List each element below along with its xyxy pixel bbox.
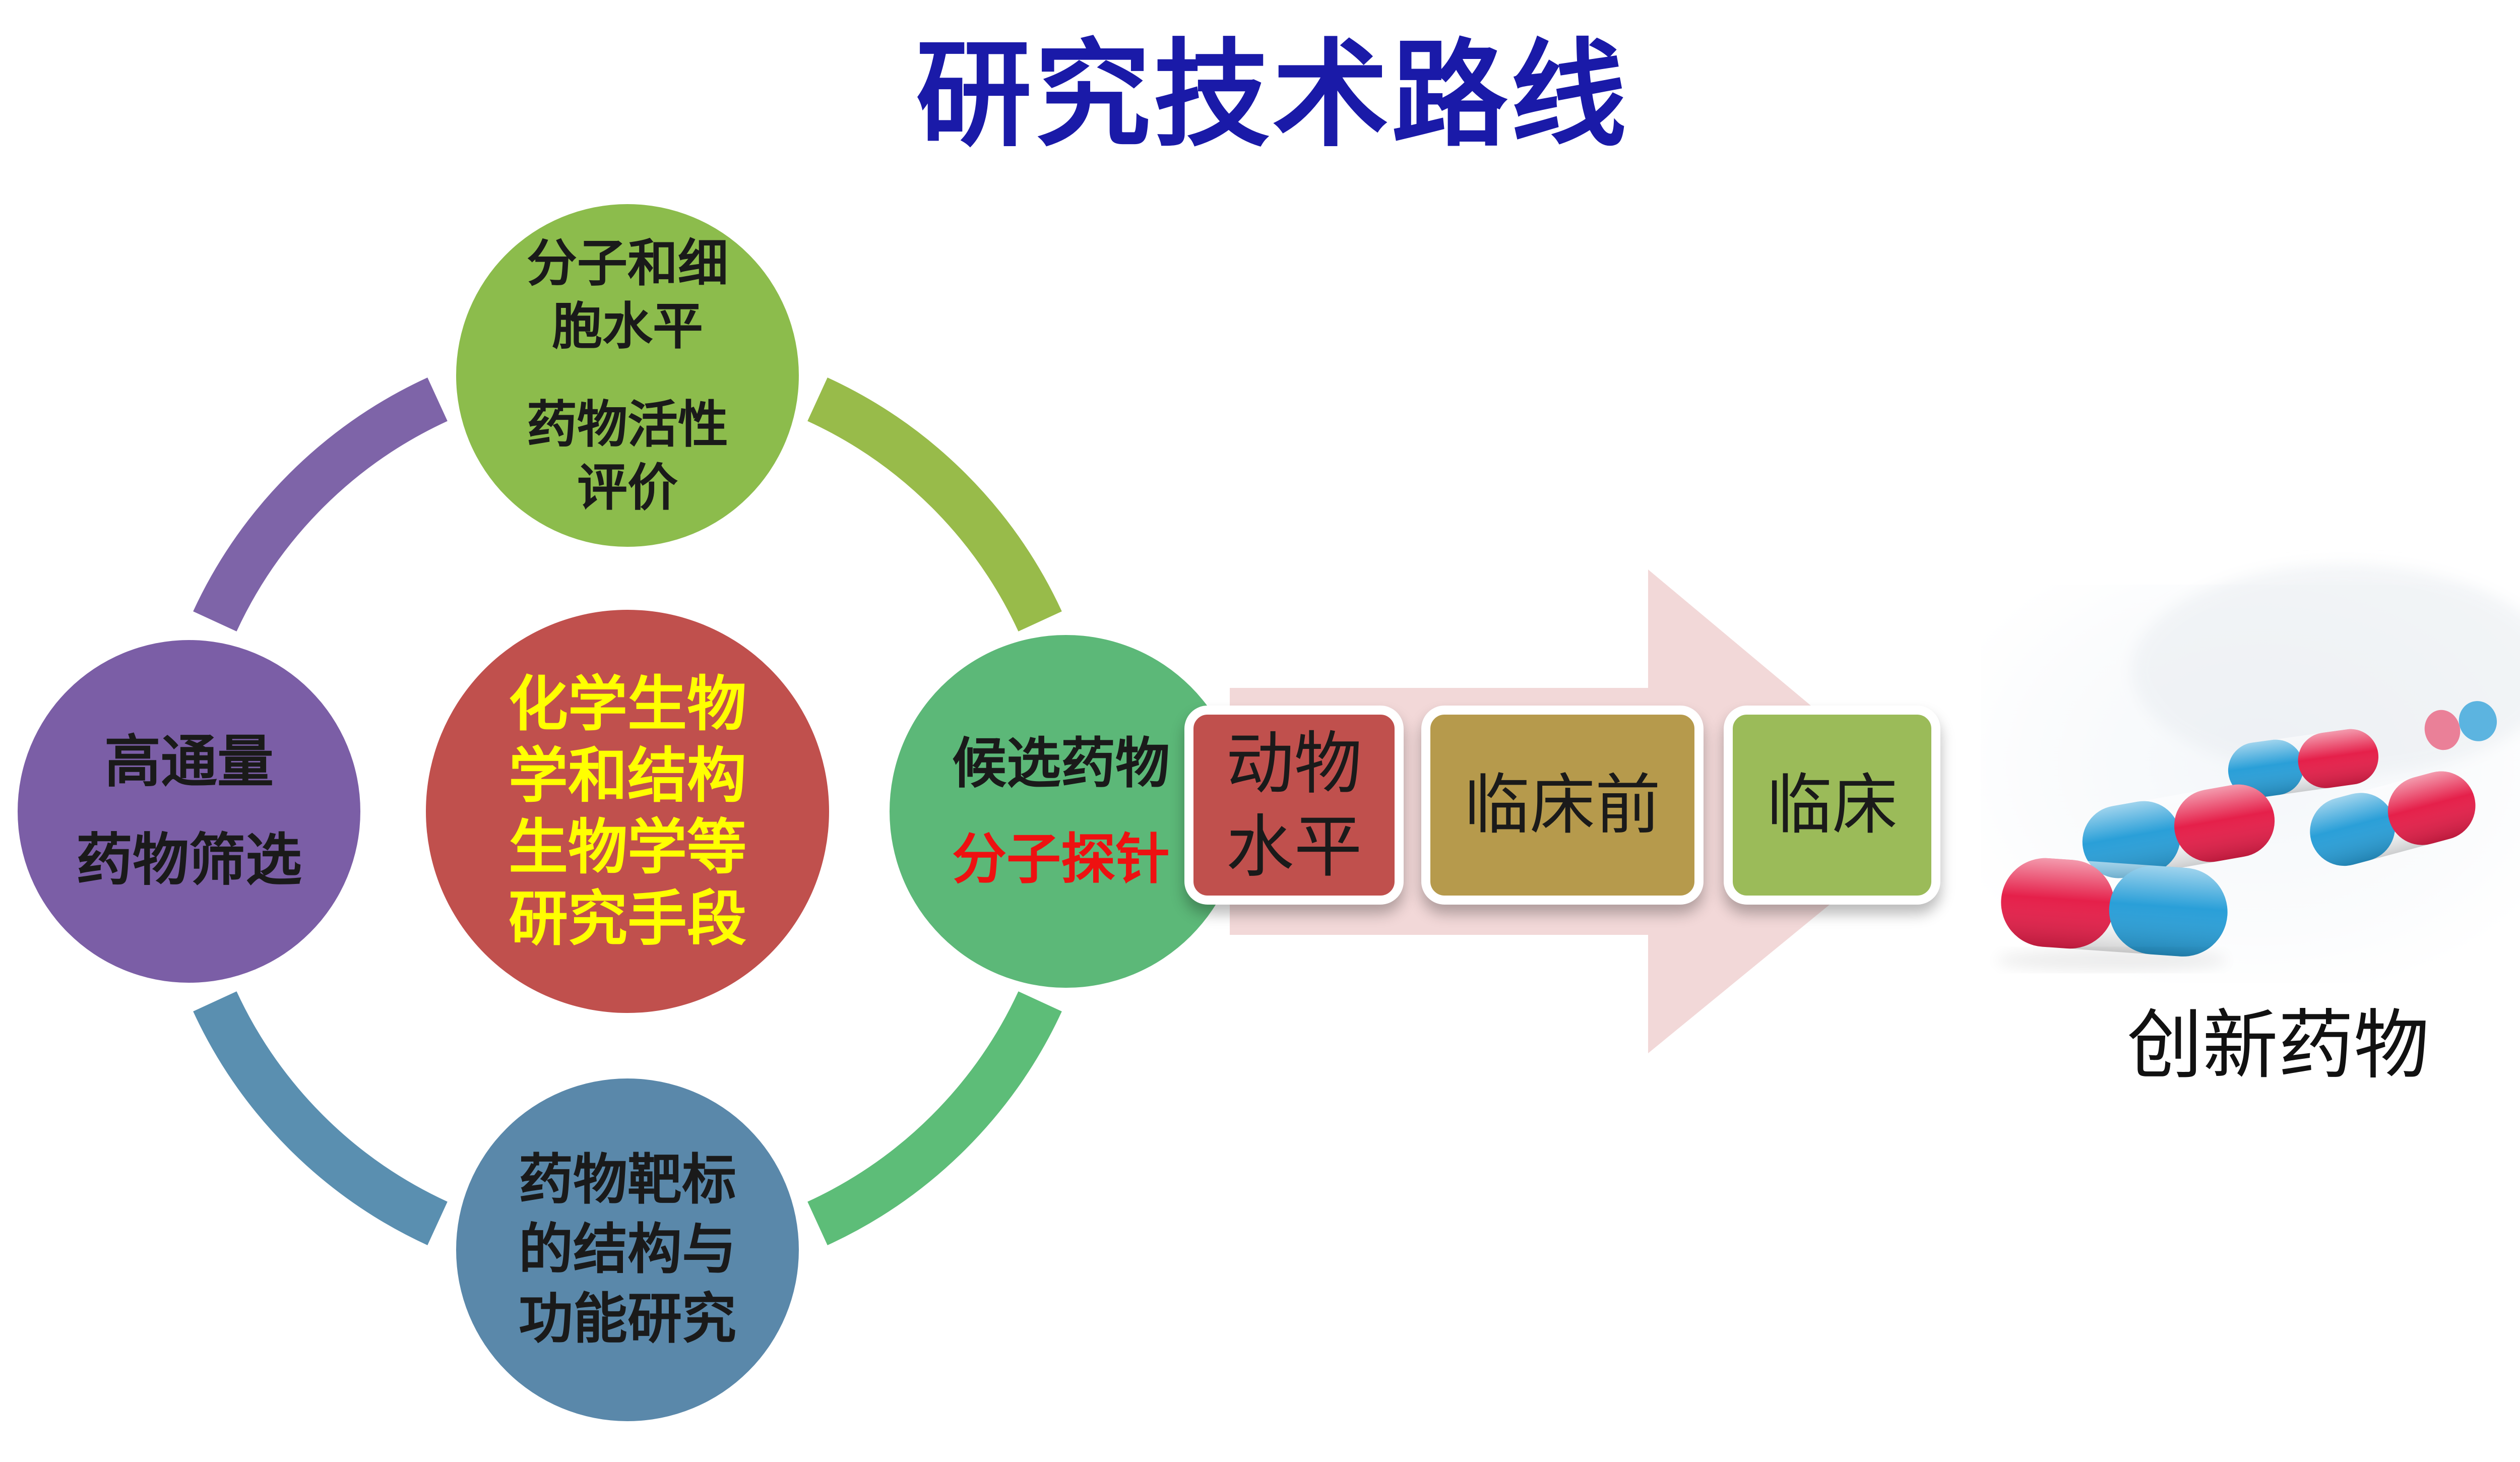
capsules-icon xyxy=(1981,564,2520,983)
product-label: 创新药物 xyxy=(2126,1002,2429,1090)
node-target-line: 功能研究 xyxy=(518,1288,736,1351)
node-screening-line1: 高通量 xyxy=(104,729,274,795)
node-target: 药物靶标 的结构与 功能研究 xyxy=(466,1089,789,1411)
page-title: 研究技术路线 xyxy=(915,28,1629,163)
node-cell-activity: 分子和细 胞水平 药物活性 评价 xyxy=(466,214,789,537)
node-candidate-circle xyxy=(890,635,1242,988)
stage-clinical-label: 临床 xyxy=(1766,767,1898,843)
node-methods-line: 学和结构 xyxy=(508,741,746,810)
node-methods-line: 化学生物 xyxy=(508,669,746,739)
node-methods-circle xyxy=(426,610,829,1013)
node-target-circle xyxy=(456,1078,799,1421)
node-screening: 高通量 药物筛选 xyxy=(28,650,350,973)
ring-arc-top-right xyxy=(807,377,1062,631)
node-target-line: 的结构与 xyxy=(518,1218,736,1281)
node-methods-line: 研究手段 xyxy=(508,884,746,954)
node-methods-line: 生物学等 xyxy=(508,812,746,882)
node-screening-circle xyxy=(18,640,360,983)
stage-clinical-box: 临床 xyxy=(1724,706,1940,905)
node-cell-activity-line: 胞水平 xyxy=(552,297,703,356)
stage-animal-label: 动物 xyxy=(1226,724,1362,803)
ring-arc-bottom-right xyxy=(807,991,1062,1245)
node-candidate-line2: 分子探针 xyxy=(952,828,1170,891)
stage-animal-box: 动物 水平 xyxy=(1184,706,1404,905)
node-screening-line2: 药物筛选 xyxy=(76,828,302,893)
stage-preclinical-label: 临床前 xyxy=(1464,767,1661,843)
node-target-line: 药物靶标 xyxy=(518,1149,736,1212)
ring-arc-bottom-left xyxy=(193,991,448,1245)
node-candidate: 候选药物 分子探针 xyxy=(900,650,1222,973)
node-candidate-line1: 候选药物 xyxy=(952,732,1170,795)
node-cell-activity-line: 分子和细 xyxy=(527,234,728,293)
node-cell-activity-line: 药物活性 xyxy=(527,395,728,454)
stage-animal-label: 水平 xyxy=(1226,807,1362,886)
ring-arc-top-left xyxy=(193,377,448,631)
node-methods: 化学生物 学和结构 生物学等 研究手段 xyxy=(436,620,819,1003)
node-cell-activity-line: 评价 xyxy=(577,458,678,517)
node-cell-activity-circle xyxy=(456,204,799,547)
stage-preclinical-box: 临床前 xyxy=(1421,706,1704,905)
